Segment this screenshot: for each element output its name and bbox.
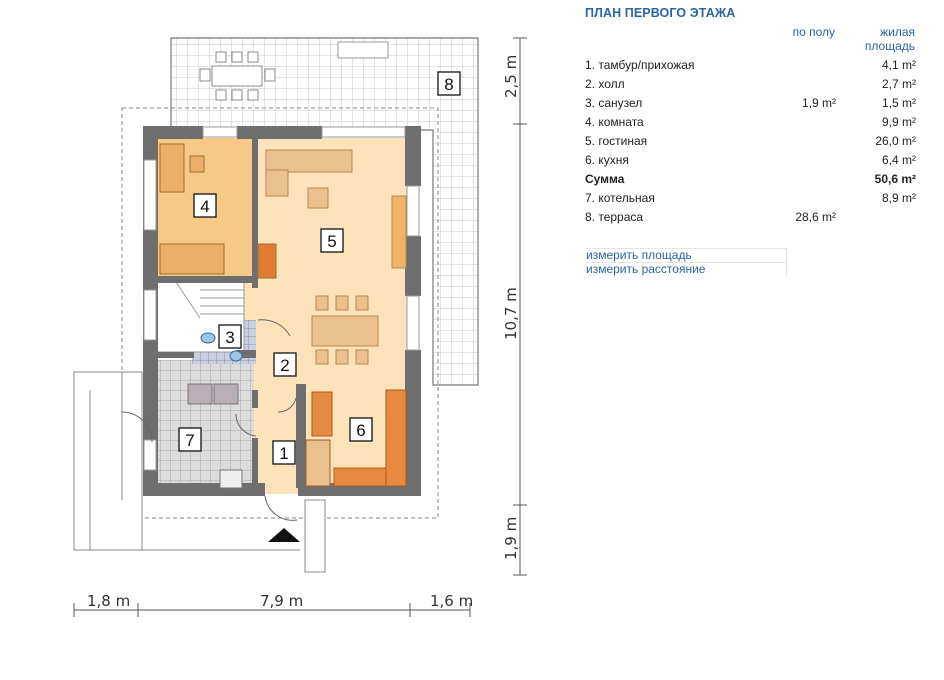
terrace xyxy=(170,37,479,386)
dim-terrace-depth: 2,5 m xyxy=(502,55,520,98)
horizontal-dimension-line xyxy=(73,603,471,617)
svg-text:7: 7 xyxy=(185,431,194,450)
stairs-steps xyxy=(175,281,244,319)
table-row: 8. терраса 28,6 m² xyxy=(585,210,918,228)
living-area: 2,7 m² xyxy=(881,77,916,91)
living-area: 4,1 m² xyxy=(881,58,916,72)
room-name: 8. терраса xyxy=(585,210,644,224)
room-name: 3. санузел xyxy=(585,96,643,110)
svg-text:5: 5 xyxy=(327,232,336,251)
bathroom-fixtures xyxy=(200,332,243,362)
dim-porch-depth: 1,9 m xyxy=(502,517,520,560)
floor-plan: 1 2 3 4 5 6 7 8 1,8 m 7,9 m 1,6 m xyxy=(73,37,527,617)
table-row-total: Сумма 50,6 m² xyxy=(585,172,918,190)
panel-title: ПЛАН ПЕРВОГО ЭТАЖА xyxy=(585,6,736,20)
column-header-floor: по полу xyxy=(792,25,835,39)
table-row: 3. санузел 1,9 m² 1,5 m² xyxy=(585,96,918,114)
dim-house-depth: 10,7 m xyxy=(502,287,520,340)
table-row: 1. тамбур/прихожая 4,1 m² xyxy=(585,58,918,76)
table-row: 7. котельная 8,9 m² xyxy=(585,191,918,209)
table-row: 6. кухня 6,4 m² xyxy=(585,153,918,171)
svg-text:1: 1 xyxy=(279,444,288,463)
living-area: 9,9 m² xyxy=(881,115,916,129)
room-4-furniture xyxy=(159,143,277,279)
column-header-living-1: жилая xyxy=(880,25,915,39)
living-room-furniture xyxy=(265,149,407,365)
dim-right-width: 1,6 m xyxy=(430,592,473,610)
dim-middle-width: 7,9 m xyxy=(260,592,303,610)
room-label-5: 5 xyxy=(320,228,344,253)
svg-text:4: 4 xyxy=(200,197,209,216)
boiler-equipment xyxy=(187,383,243,489)
room-label-6: 6 xyxy=(349,417,373,442)
living-area: 50,6 m² xyxy=(874,172,916,186)
vertical-dimension-line xyxy=(513,37,527,576)
measure-distance-button[interactable]: измерить расстояние xyxy=(585,262,787,277)
room-label-4: 4 xyxy=(193,193,217,218)
porch xyxy=(73,371,326,573)
table-row: 4. комната 9,9 m² xyxy=(585,115,918,133)
kitchen-furniture xyxy=(305,389,407,487)
living-area: 6,4 m² xyxy=(881,153,916,167)
measure-area-button[interactable]: измерить площадь xyxy=(585,248,787,263)
room-name: 6. кухня xyxy=(585,153,629,167)
table-row: 5. гостиная 26,0 m² xyxy=(585,134,918,152)
room-label-7: 7 xyxy=(178,427,202,452)
room-name: 1. тамбур/прихожая xyxy=(585,58,695,72)
svg-text:2: 2 xyxy=(280,356,289,375)
room-label-2: 2 xyxy=(273,352,297,377)
room-name: Сумма xyxy=(585,172,625,186)
windows xyxy=(143,126,420,471)
room-label-1: 1 xyxy=(272,440,296,465)
table-row: 2. холл 2,7 m² xyxy=(585,77,918,95)
svg-text:6: 6 xyxy=(356,421,365,440)
floor-area: 28,6 m² xyxy=(795,210,836,224)
living-area: 8,9 m² xyxy=(881,191,916,205)
room-label-3: 3 xyxy=(218,324,242,349)
floor-area: 1,9 m² xyxy=(801,96,836,110)
column-header-living-2: площадь xyxy=(864,39,915,53)
dim-left-width: 1,8 m xyxy=(87,592,130,610)
room-name: 7. котельная xyxy=(585,191,655,205)
svg-text:3: 3 xyxy=(225,328,234,347)
room-name: 5. гостиная xyxy=(585,134,648,148)
living-area: 1,5 m² xyxy=(881,96,916,110)
svg-text:8: 8 xyxy=(444,75,453,94)
room-name: 4. комната xyxy=(585,115,644,129)
room-label-8: 8 xyxy=(437,71,461,96)
door-swings xyxy=(121,319,298,521)
room-name: 2. холл xyxy=(585,77,625,91)
living-area: 26,0 m² xyxy=(875,134,916,148)
